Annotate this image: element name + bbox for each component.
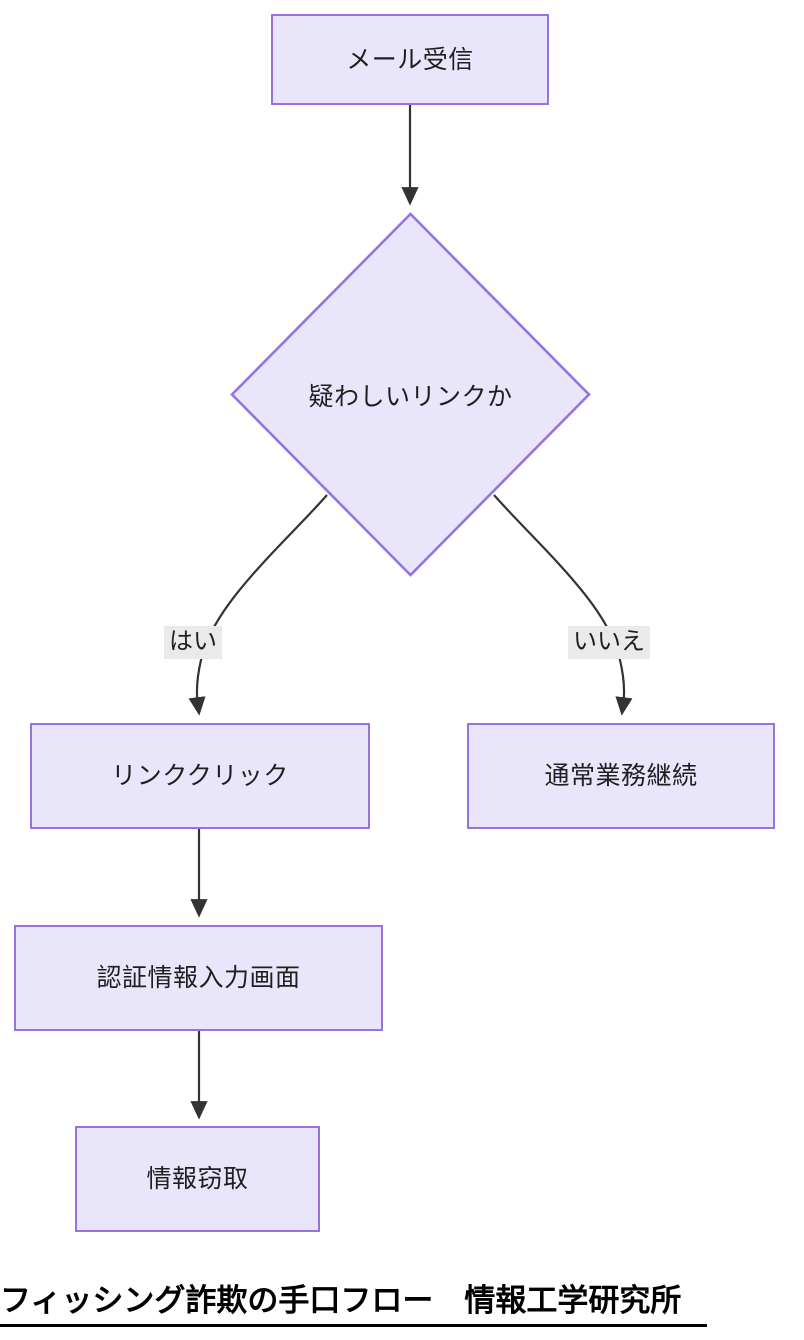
node-continue-normal-business[interactable]: 通常業務継続 <box>467 723 775 829</box>
edge-label-no: いいえ <box>568 626 650 660</box>
edge-label-yes: はい <box>164 626 222 660</box>
node-link-click[interactable]: リンククリック <box>30 723 370 829</box>
node-credential-input-screen[interactable]: 認証情報入力画面 <box>14 925 383 1031</box>
node-suspicious-link-decision[interactable]: 疑わしいリンクか <box>230 212 591 577</box>
caption-underline <box>0 1324 707 1327</box>
node-continue-normal-business-label: 通常業務継続 <box>544 762 698 790</box>
node-information-theft-label: 情報窃取 <box>146 1165 249 1193</box>
caption: フィッシング詐欺の手口フロー 情報工学研究所 <box>0 1282 804 1321</box>
diamond-shape <box>230 212 591 577</box>
flowchart-canvas: メール受信 疑わしいリンクか はい いいえ リンククリック 通常業務継続 認証情… <box>14 14 775 1232</box>
node-credential-input-screen-label: 認証情報入力画面 <box>96 964 301 992</box>
node-mail-received[interactable]: メール受信 <box>271 14 549 105</box>
flowchart-edges <box>188 105 633 1120</box>
node-mail-received-label: メール受信 <box>346 45 474 74</box>
node-information-theft[interactable]: 情報窃取 <box>75 1126 320 1232</box>
node-link-click-label: リンククリック <box>111 762 289 790</box>
caption-text: フィッシング詐欺の手口フロー 情報工学研究所 <box>0 1283 682 1318</box>
node-suspicious-link-label: 疑わしいリンクか <box>308 382 513 411</box>
